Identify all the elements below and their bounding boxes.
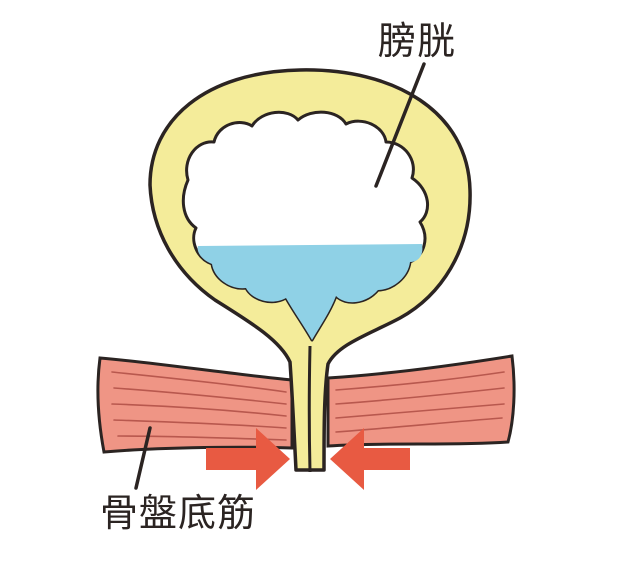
urine xyxy=(197,244,423,340)
muscle-fibers xyxy=(111,371,505,441)
pelvic-floor-muscle-left xyxy=(96,356,294,454)
arrow-left-icon xyxy=(330,428,410,490)
urethra xyxy=(307,345,312,473)
bladder-leader-line xyxy=(374,62,426,188)
arrow-right-icon xyxy=(206,428,290,490)
pelvic-floor-label: 骨盤底筋 xyxy=(100,491,257,535)
pelvic-floor-muscle-right xyxy=(326,354,516,448)
pelvic-leader-line xyxy=(134,426,152,490)
bladder-label: 膀胱 xyxy=(378,19,457,63)
